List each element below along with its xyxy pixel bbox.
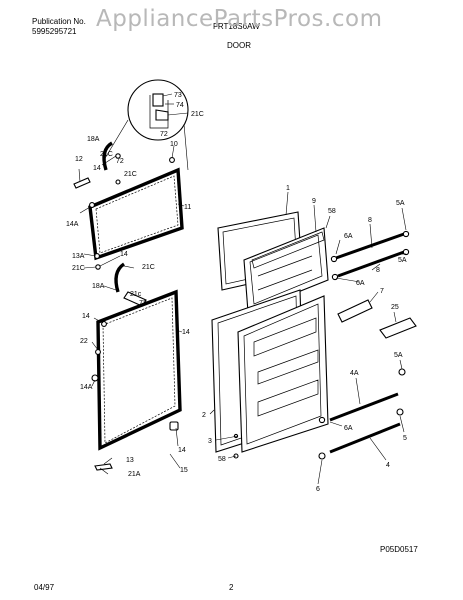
callout-58: 58 [218,456,226,463]
callout-9: 9 [312,198,316,205]
callout-72: 72 [160,131,168,138]
callout-7: 7 [380,288,384,295]
freezer-door-liner [243,227,329,313]
callout-58: 58 [328,208,336,215]
fresh-food-shelf-bars [318,368,406,460]
callout-6a: 6A [344,233,353,240]
callout-5a: 5A [394,352,403,359]
publication-number: 5995295721 [32,27,77,36]
callout-14a: 14A [80,384,93,391]
callout-13: 13 [126,457,134,464]
callout-12: 12 [75,156,83,163]
freezer-shelf-bars [330,230,410,281]
callout-21a: 21A [128,471,141,478]
callout-73: 73 [174,92,182,99]
publication-label: Publication No. [32,17,86,26]
callout-5: 5 [403,435,407,442]
callout-11: 11 [184,204,191,211]
fresh-food-door-liner [237,295,329,453]
callout-18a: 18A [87,136,100,143]
screw [115,179,121,185]
section-title: DOOR [227,41,251,50]
callout-21c: 21C [124,171,137,178]
callout-14: 14 [82,313,90,320]
watermark: AppliancePartsPros.com [96,6,383,32]
callout-15: 15 [180,467,188,474]
callout-72: 72 [139,300,147,307]
door-stop [169,421,179,431]
callout-3: 3 [208,438,212,445]
bottom-hinge-pin [94,463,113,471]
callout-4: 4 [386,462,390,469]
hinge-detail-magnifier [103,79,189,171]
callout-21c: 21C [191,111,204,118]
page-number: 2 [229,583,234,592]
model-number: FRT18S6AW [213,22,260,31]
callout-72: 72 [116,158,124,165]
callout-6: 6 [316,486,320,493]
callout-8: 8 [376,267,380,274]
callout-13a: 13A [72,253,85,260]
screw [169,157,175,163]
callout-5a: 5A [398,257,407,264]
callout-22: 22 [80,338,88,345]
callout-6a: 6A [344,425,353,432]
callout-5a: 5A [396,200,405,207]
callout-8: 8 [368,217,372,224]
diagram-code: P05D0517 [380,545,418,554]
screw [95,349,101,355]
screw [89,202,95,208]
callout-14: 14 [182,329,190,336]
upper-hinge-spring [102,141,113,171]
callout-14: 14 [120,251,128,258]
callout-21c: 21C [142,264,155,271]
callout-14: 14 [93,165,101,172]
callout-6a: 6A [356,280,365,287]
lower-hinge-spring [114,262,126,293]
callout-18a: 18A [92,283,105,290]
freezer-handle [73,177,91,189]
callout-14: 14 [178,447,186,454]
leader-lines [78,145,407,485]
fresh-food-door-gasket [96,289,182,451]
screw [91,374,99,382]
callout-25: 25 [391,304,399,311]
callout-21c: 21c [130,291,142,298]
freezer-door-gasket [88,167,184,261]
callout-1: 1 [286,185,290,192]
footer-date: 04/97 [34,583,55,592]
callout-10: 10 [170,141,178,148]
callout-21c: 21C [72,265,85,272]
callout-14a: 14A [66,221,79,228]
callout-2: 2 [202,412,206,419]
callout-4a: 4A [350,370,359,377]
screw [95,264,101,270]
callout-21c: 21C [100,151,113,158]
door-rail [337,299,373,323]
callout-74: 74 [176,102,184,109]
butter-compartment-cover [379,317,417,339]
